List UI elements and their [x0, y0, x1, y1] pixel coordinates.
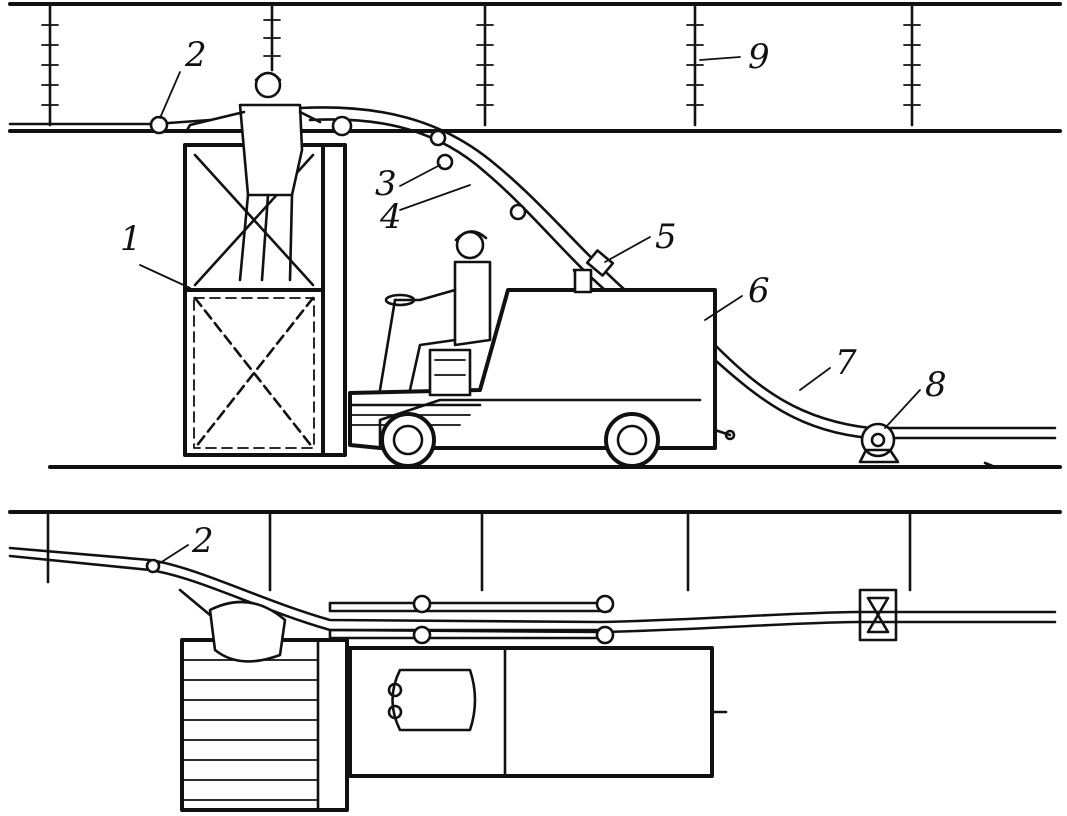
label-5: 5 [655, 217, 677, 257]
hanger-post [263, 2, 281, 72]
guide-roller [436, 153, 454, 171]
hanger-post [41, 2, 59, 127]
plan-platform [180, 638, 349, 812]
plan-worker [178, 588, 287, 663]
plan-roller-rack [328, 594, 615, 645]
hanger-post [686, 2, 704, 127]
floor-roller [858, 422, 900, 464]
hanger-posts [41, 2, 921, 127]
plan-vehicle [348, 646, 728, 778]
label-1: 1 [120, 219, 142, 259]
guide-roller [429, 129, 447, 147]
plan-clamp [858, 588, 898, 642]
vehicle-driver [378, 230, 492, 397]
supply-cable-inner [713, 358, 1057, 440]
label-4: 4 [379, 197, 402, 237]
supply-cable [713, 343, 1057, 430]
label-2-bottom: 2 [191, 521, 214, 561]
part-labels: 1 2 3 4 5 6 7 8 9 2 [120, 35, 947, 561]
cable-vehicle [348, 268, 736, 468]
guide-roller [509, 203, 527, 221]
guide-roller [331, 115, 353, 137]
label-8: 8 [925, 365, 947, 405]
guide-clamp [585, 249, 615, 277]
side-view [8, 2, 1062, 469]
label-7: 7 [835, 343, 857, 383]
cable-bend-guide-outer [298, 106, 627, 292]
label-6: 6 [748, 271, 770, 311]
label-9: 9 [748, 37, 770, 77]
cable-bend-guide-inner [308, 118, 607, 292]
installed-cable [8, 118, 212, 126]
leader-lines [139, 56, 921, 564]
label-3: 3 [375, 164, 397, 204]
plan-cable [8, 546, 1057, 624]
worker-on-platform [184, 71, 322, 282]
hanger-post [903, 2, 921, 127]
label-2-top: 2 [184, 35, 207, 75]
hanger-post [476, 2, 494, 127]
plan-view [8, 510, 1062, 812]
cable-roller-top [149, 115, 169, 135]
